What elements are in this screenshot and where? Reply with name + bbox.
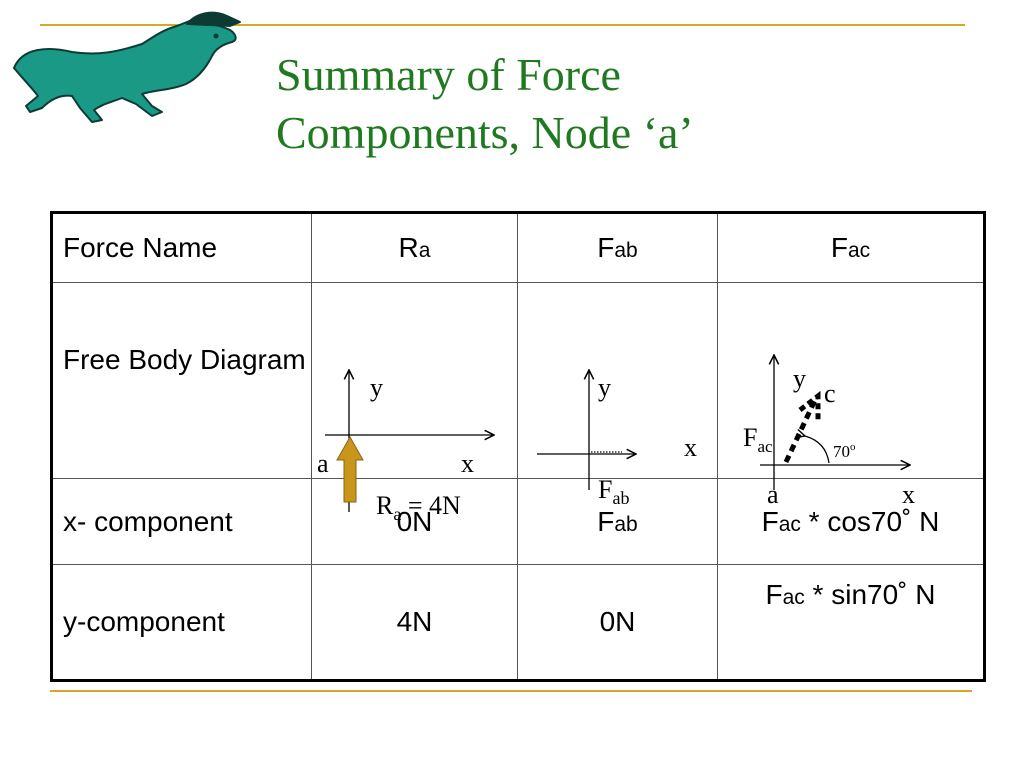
top-rule	[40, 24, 965, 26]
force-components-table: Force Name Ra Fab Fac Free Body Diagram …	[50, 211, 986, 682]
header-force-name: Force Name	[51, 212, 312, 283]
y-component-row: y-component 4N 0N Fac * sin70˚ N	[51, 564, 985, 681]
header-row: Force Name Ra Fab Fac	[51, 212, 985, 283]
fbd-ra-cell	[311, 282, 518, 479]
y-row-label: y-component	[51, 564, 312, 681]
x-ra-value: 0N	[311, 478, 518, 565]
header-fac: Fac	[717, 212, 985, 283]
title-line-1: Summary of Force	[276, 49, 621, 100]
x-row-label: x- component	[51, 478, 312, 565]
fbd-fab-cell	[517, 282, 718, 479]
y-fac-value: Fac * sin70˚ N	[717, 564, 985, 681]
x-fac-value: Fac * cos70˚ N	[717, 478, 985, 565]
y-fab-value: 0N	[517, 564, 718, 681]
fbd-fac-cell	[717, 282, 985, 479]
x-fab-value: Fab	[517, 478, 718, 565]
x-component-row: x- component 0N Fab Fac * cos70˚ N	[51, 478, 985, 565]
y-ra-value: 4N	[311, 564, 518, 681]
title-line-2: Components, Node ‘a’	[276, 107, 694, 158]
fbd-row: Free Body Diagram	[51, 282, 985, 479]
header-ra: Ra	[311, 212, 518, 283]
fbd-row-label: Free Body Diagram	[51, 282, 312, 479]
bottom-rule	[50, 690, 972, 692]
slide-title: Summary of Force Components, Node ‘a’	[276, 46, 694, 162]
header-fab: Fab	[517, 212, 718, 283]
mustang-horse-icon	[13, 11, 241, 123]
